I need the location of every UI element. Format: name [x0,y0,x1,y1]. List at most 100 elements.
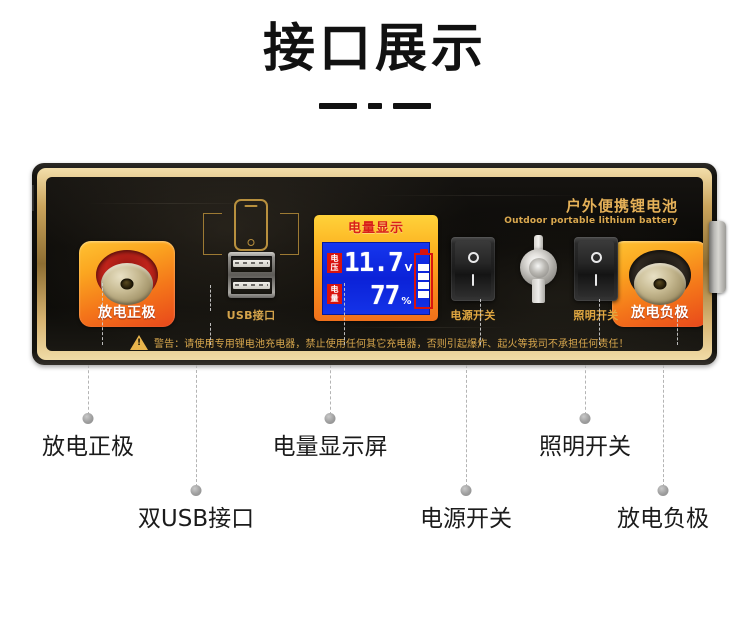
terminal-hole-negative [653,278,667,290]
terminal-label-negative: 放电负极 [631,305,689,321]
gauge-bar [418,263,430,271]
switch-off-o-icon [590,252,602,264]
callout-dot-negative-terminal [657,485,669,496]
power-switch[interactable] [451,237,495,301]
brand-name-en: Outdoor portable lithium battery [504,216,678,226]
usb-bracket-right [280,213,299,255]
callout-label-positive-terminal: 放电正极 [42,434,134,460]
callout-label-negative-terminal: 放电负极 [617,506,709,532]
divider-dash-left [319,103,357,109]
lamp-stem-bottom [532,279,545,303]
leader-line-power-switch [466,365,467,487]
usb-slot-lower[interactable] [231,278,272,294]
battery-meter: 电量显示 电 压 电 量 [314,215,438,321]
callout-dot-light-switch [579,413,591,424]
usb-contact-tongue [233,282,270,289]
leader-line-negative-terminal [663,365,664,487]
lcd-tag-capacity: 电 量 [327,284,342,305]
dual-usb-port[interactable] [228,252,275,298]
lcd-tag-column: 电 压 电 量 [327,246,342,311]
voltage-value: 11.7 [344,248,404,279]
battery-gauge-icon [414,246,434,311]
side-handle[interactable] [709,221,726,293]
warning-strip: 警告：请使用专用锂电池充电器，禁止使用任何其它充电器，否则引起爆炸、起火等我司不… [130,335,629,350]
surface-streak [346,327,506,328]
usb-section: USB接口 [203,199,299,329]
lcd-tag-voltage-char1: 电 [330,253,339,263]
leader-line-usb-ports [210,285,211,311]
gauge-bar [418,272,430,280]
surface-streak [86,203,256,204]
battery-panel: 户外便携锂电池 Outdoor portable lithium battery… [32,163,726,365]
light-switch-caption: 照明开关 [573,309,619,322]
lcd-row-voltage: 11.7 V [344,248,412,276]
lamp-inner-lens [528,257,549,278]
usb-contact-tongue [233,260,270,267]
leader-line-usb-ports [196,365,197,487]
terminal-label-positive: 放电正极 [98,305,156,321]
lamp-stem-top [534,235,543,255]
panel-left-edge-nub [32,185,34,211]
brand-mark: 户外便携锂电池 Outdoor portable lithium battery [504,197,678,227]
terminal-post-negative [634,263,686,305]
callout-label-battery-display: 电量显示屏 [272,434,388,460]
leader-line-positive-terminal [102,283,103,345]
terminal-ring-negative [629,250,691,305]
lcd-readouts: 11.7 V 77 % [342,246,412,311]
panel-gold-frame: 户外便携锂电池 Outdoor portable lithium battery… [37,168,712,360]
lcd-tag-capacity-char1: 电 [330,285,339,295]
lcd-row-capacity: 77 % [344,281,412,309]
meter-title: 电量显示 [347,221,404,236]
phone-home-button-detail [247,239,255,246]
capacity-unit: % [401,295,412,307]
leader-line-power-switch [480,299,481,345]
power-switch-key[interactable] [455,241,491,297]
callout-dot-usb-ports [190,485,202,496]
leader-line-negative-terminal [677,319,678,345]
panel-face: 户外便携锂电池 Outdoor portable lithium battery… [46,177,703,351]
lcd-tag-capacity-char2: 量 [330,294,339,304]
leader-line-battery-display [344,283,345,345]
phone-outline-icon [234,199,268,251]
lcd-tag-voltage: 电 压 [327,252,342,273]
terminal-post-positive [101,263,153,305]
discharge-positive-terminal[interactable]: 放电正极 [79,241,175,327]
phone-speaker-detail [244,205,258,207]
battery-gauge-body [414,252,434,309]
warning-triangle-icon [130,335,148,350]
switch-off-o-icon [467,252,479,264]
terminal-ring-positive [96,250,158,305]
leader-line-battery-display [330,365,331,415]
leader-line-light-switch [585,365,586,415]
leader-line-positive-terminal [88,365,89,415]
switch-on-i-icon [471,273,475,286]
leader-line-light-switch [599,299,600,345]
leader-line-usb-ports [210,323,211,345]
usb-slot-upper[interactable] [231,256,272,272]
led-lamp-socket[interactable] [515,235,561,303]
callout-label-usb-ports: 双USB接口 [137,506,255,532]
callout-dot-battery-display [324,413,336,424]
light-switch[interactable] [574,237,618,301]
callout-label-power-switch: 电源开关 [420,506,512,532]
power-switch-caption: 电源开关 [450,309,496,322]
callout-dot-power-switch [460,485,472,496]
brand-name-cn: 户外便携锂电池 [565,197,678,215]
discharge-negative-terminal[interactable]: 放电负极 [612,241,703,327]
title-divider [0,103,750,109]
warning-text: 警告：请使用专用锂电池充电器，禁止使用任何其它充电器，否则引起爆炸、起火等我司不… [154,339,629,350]
light-switch-key[interactable] [578,241,614,297]
switch-on-i-icon [594,273,598,286]
divider-dash-middle [368,103,382,109]
callout-dot-positive-terminal [82,413,94,424]
terminal-hole-positive [120,278,134,290]
callout-label-light-switch: 照明开关 [539,434,631,460]
lcd-tag-voltage-char2: 压 [330,262,339,272]
battery-gauge-cap [419,248,428,253]
capacity-value: 77 [370,280,400,311]
gauge-bar [418,290,430,298]
usb-bracket-left [203,213,222,255]
divider-dash-right [393,103,431,109]
surface-streak [376,195,586,196]
panel-casing: 户外便携锂电池 Outdoor portable lithium battery… [32,163,717,365]
